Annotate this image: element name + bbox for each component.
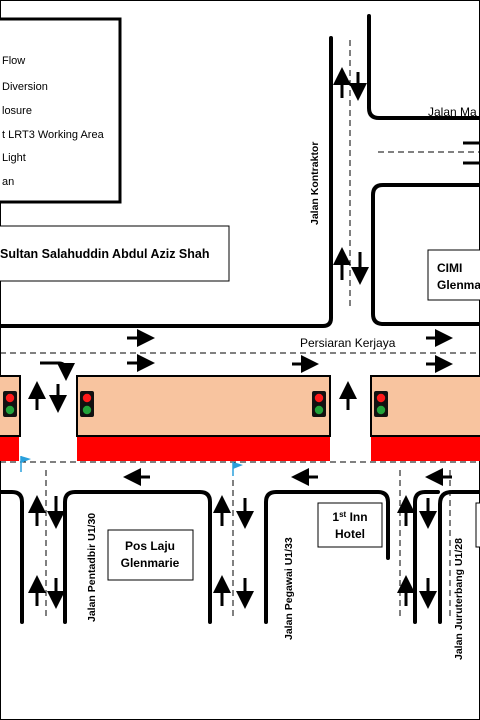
signal-green-light [314,405,324,415]
signal-red-light [82,393,92,403]
highway-name: Sultan Salahuddin Abdul Aziz Shah [0,247,210,261]
legend-item-flow: Flow [2,55,25,67]
closure-right [371,437,480,461]
inn-hotel-number: 1 [332,510,339,524]
signal-red-light [5,393,15,403]
flag-marker-icon [232,462,243,476]
lane-closures [0,437,480,461]
legend-box: Flow Diversion losure t LRT3 Working Are… [0,17,122,204]
lrt3-working-areas [0,375,480,437]
inn-hotel-superscript: st [339,510,346,519]
legend-item-closure: losure [2,105,32,117]
road-label-persiaran-kerjaya: Persiaran Kerjaya [300,336,396,350]
road-label-jalan-ma: Jalan Ma [428,105,477,119]
signal-green-light [82,405,92,415]
road-kerbs [0,14,480,624]
traffic-light [80,391,94,417]
inn-hotel-name: Inn [346,510,367,524]
inn-hotel-line2: Hotel [335,527,365,541]
building-cimb: CIMI Glenma [427,249,480,301]
signal-red-light [314,393,324,403]
u-turn-arrow-icon [40,361,75,381]
cimb-line1: CIMI [437,261,462,275]
traffic-light [3,391,17,417]
traffic-light [312,391,326,417]
legend-item-plan: an [2,176,14,188]
pos-laju-line1: Pos Laju [125,539,175,553]
road-label-jalan-kontraktor: Jalan Kontraktor [309,142,321,225]
traffic-flow-arrows [28,67,480,609]
signal-green-light [376,405,386,415]
road-label-jalan-pegawai: Jalan Pegawai U1/33 [283,537,295,640]
traffic-light [374,391,388,417]
legend-item-traffic-light: Light [2,152,26,164]
legend-item-diversion: Diversion [2,81,48,93]
building-inn-hotel: 1st Inn Hotel [317,502,383,548]
highway-label-box: Sultan Salahuddin Abdul Aziz Shah [0,225,230,282]
road-label-jalan-juruterbang: Jalan Juruterbang U1/28 [453,538,465,660]
road-label-jalan-pentadbir: Jalan Pentadbir U1/30 [86,513,98,622]
flag-marker-icon [20,456,31,472]
closure-center [77,437,330,461]
cimb-line2: Glenma [437,278,480,292]
signal-red-light [376,393,386,403]
working-area-center [76,375,331,437]
closure-left [0,437,19,461]
svg-text:1st Inn: 1st Inn [332,510,367,524]
working-area-right [370,375,480,437]
building-pos-laju: Pos Laju Glenmarie [107,529,194,581]
pos-laju-line2: Glenmarie [121,556,180,570]
building-partial-edge [475,502,480,548]
signal-green-light [5,405,15,415]
legend-item-working-area: t LRT3 Working Area [2,129,105,141]
